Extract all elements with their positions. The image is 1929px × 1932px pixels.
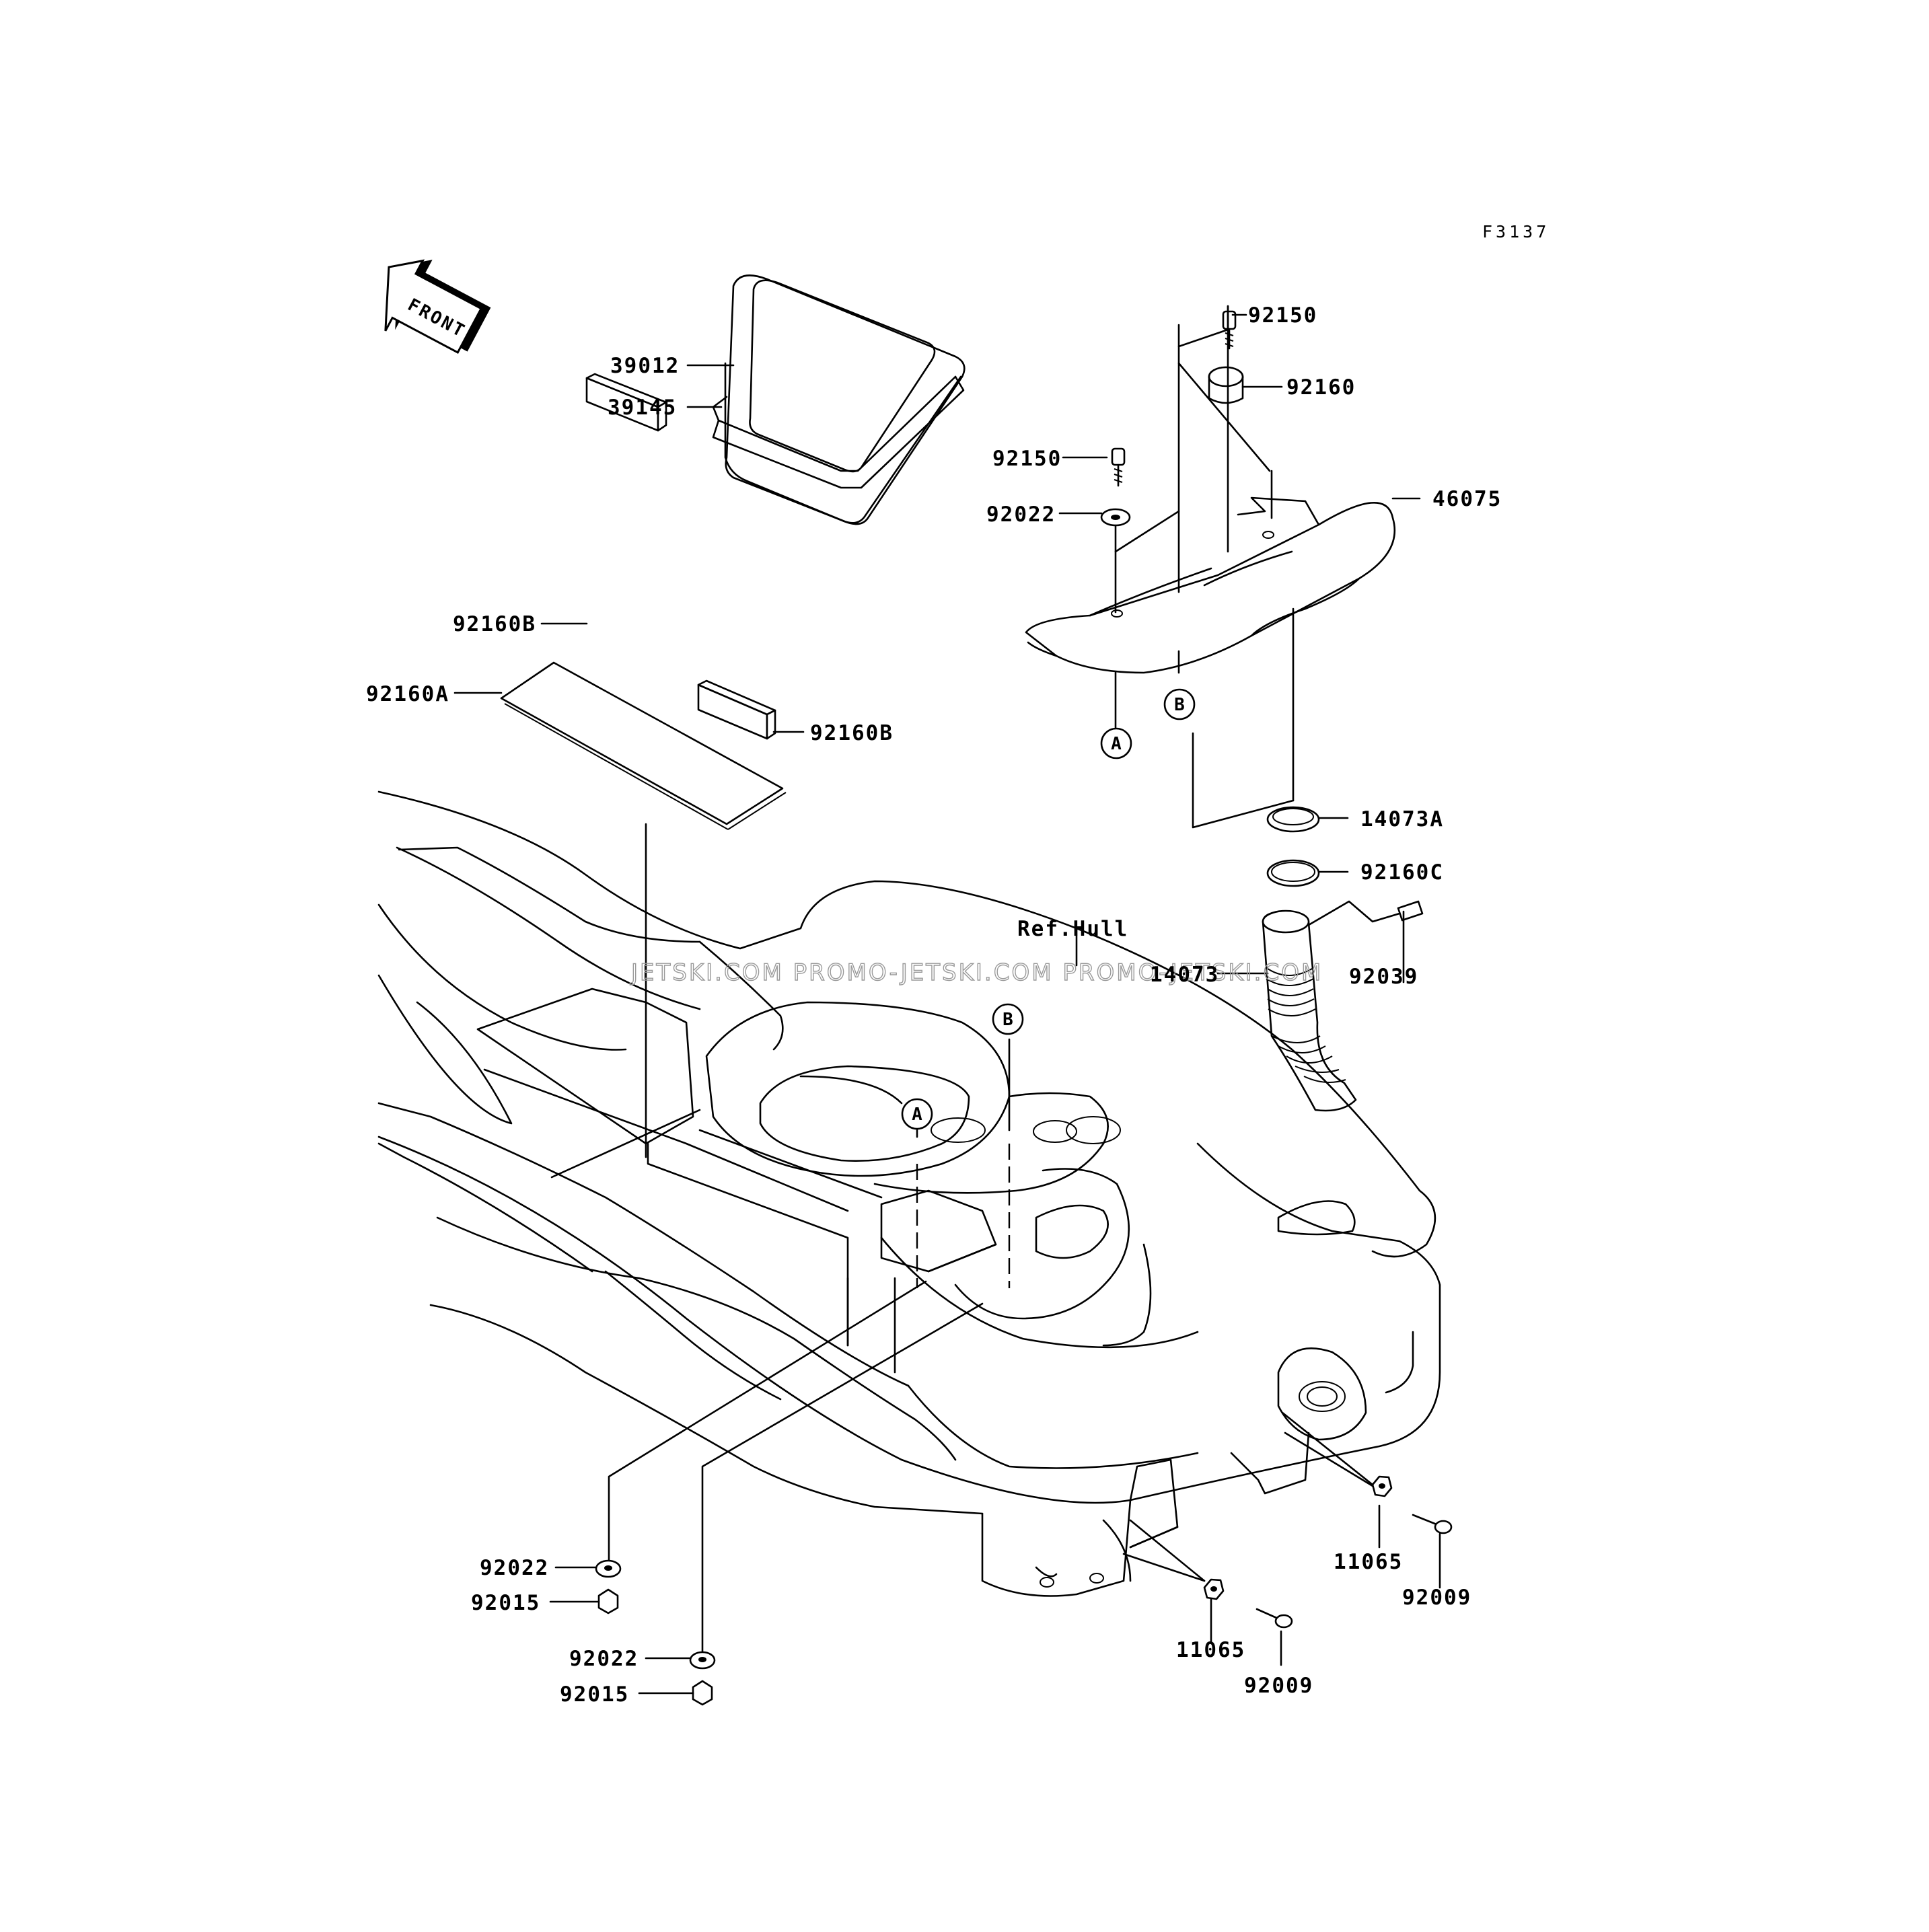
grip-46075-drawing (1025, 496, 1396, 674)
nut-11065-right (1371, 1475, 1393, 1497)
marker-b-hull: B (992, 1003, 1024, 1035)
hose-14073-drawing (1262, 900, 1424, 1112)
part-label-92009-right: 92009 (1402, 1586, 1471, 1610)
part-label-92160: 92160 (1286, 375, 1356, 400)
figure-code: F3137 (1482, 222, 1550, 241)
spacer-92160 (1208, 366, 1244, 404)
ref-hull-label: Ref.Hull (1017, 917, 1128, 941)
screw-92009-mid (1255, 1608, 1293, 1629)
ring-92160C (1266, 859, 1320, 887)
ring-14073A (1266, 806, 1320, 833)
nut-11065-mid (1203, 1578, 1225, 1600)
part-label-39145: 39145 (608, 396, 677, 420)
pad-92160B-left (585, 373, 667, 432)
part-label-14073: 14073 (1150, 963, 1219, 987)
svg-text:A: A (912, 1105, 922, 1125)
part-label-39012: 39012 (610, 354, 680, 378)
svg-text:B: B (1003, 1010, 1013, 1030)
svg-text:A: A (1111, 734, 1122, 754)
cover-39012-drawing (712, 274, 966, 525)
svg-text:B: B (1174, 695, 1185, 715)
part-label-92160C: 92160C (1360, 860, 1444, 885)
watermark-text: JETSKI.COM PROMO-JETSKI.COM PROMO-JETSKI… (630, 959, 1323, 986)
part-label-92039: 92039 (1349, 965, 1418, 989)
part-label-92150-top: 92150 (1248, 303, 1317, 328)
marker-a-hull: A (901, 1098, 933, 1130)
part-label-92160B-left: 92160B (453, 612, 536, 636)
marker-a-top: A (1100, 727, 1132, 759)
part-label-11065-mid: 11065 (1176, 1638, 1245, 1662)
bolt-92150-mid (1111, 447, 1126, 487)
nut-92015-lower-1 (597, 1588, 619, 1614)
part-label-11065-right: 11065 (1334, 1550, 1403, 1574)
grip-leader-lines (1114, 305, 1295, 829)
bolt-92150-top (1222, 310, 1237, 350)
pad-92160B-right (697, 679, 776, 740)
part-label-46075: 46075 (1432, 487, 1502, 511)
part-label-92160B-right: 92160B (810, 721, 894, 745)
part-label-14073A: 14073A (1360, 807, 1444, 831)
hull-drawing (377, 790, 1441, 1597)
part-label-92022-lower-2: 92022 (569, 1647, 639, 1671)
marker-b-top: B (1163, 688, 1196, 720)
washer-92022-lower-1 (595, 1559, 622, 1578)
part-label-92009-mid: 92009 (1244, 1674, 1313, 1698)
part-label-92015-lower-2: 92015 (560, 1682, 629, 1707)
part-label-92022-lower-1: 92022 (480, 1556, 549, 1580)
part-label-92022-top: 92022 (986, 503, 1056, 527)
nut-92015-lower-2 (692, 1680, 713, 1706)
washer-92022-top (1100, 508, 1131, 527)
screw-92009-right (1412, 1514, 1453, 1534)
hull-explode-lines (608, 823, 1441, 1666)
part-label-92160A: 92160A (366, 682, 449, 706)
part-label-92015-lower-1: 92015 (471, 1591, 540, 1615)
washer-92022-lower-2 (689, 1651, 716, 1670)
sheet-92160A (500, 661, 787, 830)
front-arrow-icon: FRONT (384, 259, 491, 355)
label-leaders (453, 364, 1421, 1695)
part-label-92150-mid: 92150 (992, 447, 1062, 471)
